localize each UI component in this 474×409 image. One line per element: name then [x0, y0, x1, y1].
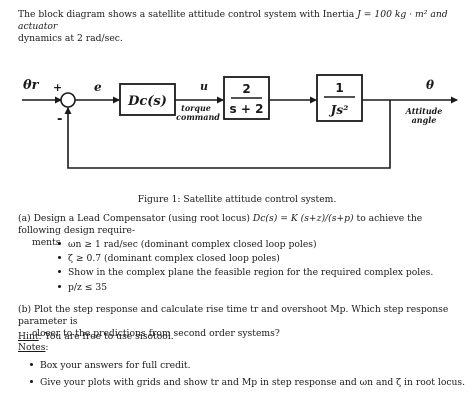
output-label-2: angle — [412, 115, 437, 125]
plant-numerator: 1 — [335, 81, 343, 95]
bullet-icon — [58, 256, 61, 259]
hint-text: : You are free to use sisotool. — [38, 331, 174, 342]
list-item: ζ ≥ 0.7 (dominant complex closed loop po… — [58, 253, 280, 265]
hint-label: Hint — [18, 331, 39, 342]
error-symbol: e — [94, 80, 102, 94]
intro-text-b: dynamics at 2 rad/sec. — [18, 33, 123, 44]
note-item-1: Box your answers for full credit. — [40, 360, 191, 371]
part-a-bullet-4: p/z ≤ 35 — [68, 282, 108, 293]
actuator-numerator: 2 — [242, 82, 250, 96]
torque-label-1: torque — [181, 103, 211, 113]
part-a-tail2: ments — [32, 237, 61, 248]
list-item: p/z ≤ 35 — [58, 282, 107, 294]
control-signal-symbol: u — [200, 80, 208, 93]
torque-label-2: command — [176, 112, 220, 122]
list-item: ωn ≥ 1 rad/sec (dominant complex closed … — [58, 239, 317, 251]
part-b-prompt: (b) Plot the step response and calculate… — [18, 304, 463, 340]
minus-sign: - — [57, 112, 62, 127]
part-b-line-2: closer to the predictions from second or… — [32, 328, 280, 339]
part-b-line-1: (b) Plot the step response and calculate… — [18, 304, 449, 327]
actuator-block — [223, 76, 270, 120]
hint-line: Hint: You are free to use sisotool. — [18, 331, 174, 343]
list-item: Show in the complex plane the feasible r… — [58, 267, 433, 279]
output-symbol: θ — [426, 78, 434, 92]
part-a-formula: Dc(s) = K (s+z)/(s+p) — [252, 213, 354, 224]
bullet-icon — [58, 242, 61, 245]
summing-junction — [60, 92, 76, 108]
part-a-lead: (a) Design a Lead Compensator (using roo… — [18, 213, 250, 224]
bullet-icon — [58, 285, 61, 288]
inertia-expression: J = 100 kg · m² and actuator — [18, 9, 448, 32]
part-a-bullet-1: ωn ≥ 1 rad/sec (dominant complex closed … — [68, 239, 317, 250]
intro-paragraph: The block diagram shows a satellite atti… — [18, 9, 458, 45]
part-a-bullet-2: ζ ≥ 0.7 (dominant complex closed loop po… — [68, 253, 280, 264]
figure-caption: Figure 1: Satellite attitude control sys… — [137, 194, 337, 205]
part-a-prompt: (a) Design a Lead Compensator (using roo… — [18, 213, 463, 249]
plus-sign: + — [53, 81, 62, 94]
part-a-tail: to achieve the following design require- — [18, 213, 423, 236]
input-symbol: θr — [23, 78, 40, 93]
controller-label: Dc(s) — [127, 94, 167, 109]
plant-block — [316, 74, 363, 122]
notes-heading: Notes: — [18, 342, 49, 353]
plant-denominator: Js² — [329, 103, 349, 117]
bullet-icon — [58, 270, 61, 273]
notes-label: Notes — [18, 342, 46, 353]
bullet-icon — [30, 363, 33, 366]
bullet-icon — [30, 380, 33, 383]
note-item-2: Give your plots with grids and show tr a… — [40, 377, 466, 388]
actuator-denominator: s + 2 — [230, 102, 264, 116]
feedback-path — [64, 100, 391, 169]
part-a-bullet-3: Show in the complex plane the feasible r… — [68, 267, 434, 278]
block-diagram: θr + - e Dc(s) u torque command 2 s + 2 … — [22, 74, 458, 169]
list-item: Give your plots with grids and show tr a… — [30, 377, 465, 389]
output-label-1: Attitude — [405, 106, 443, 116]
list-item: Box your answers for full credit. — [30, 360, 191, 372]
intro-text-a: The block diagram shows a satellite atti… — [18, 9, 355, 20]
